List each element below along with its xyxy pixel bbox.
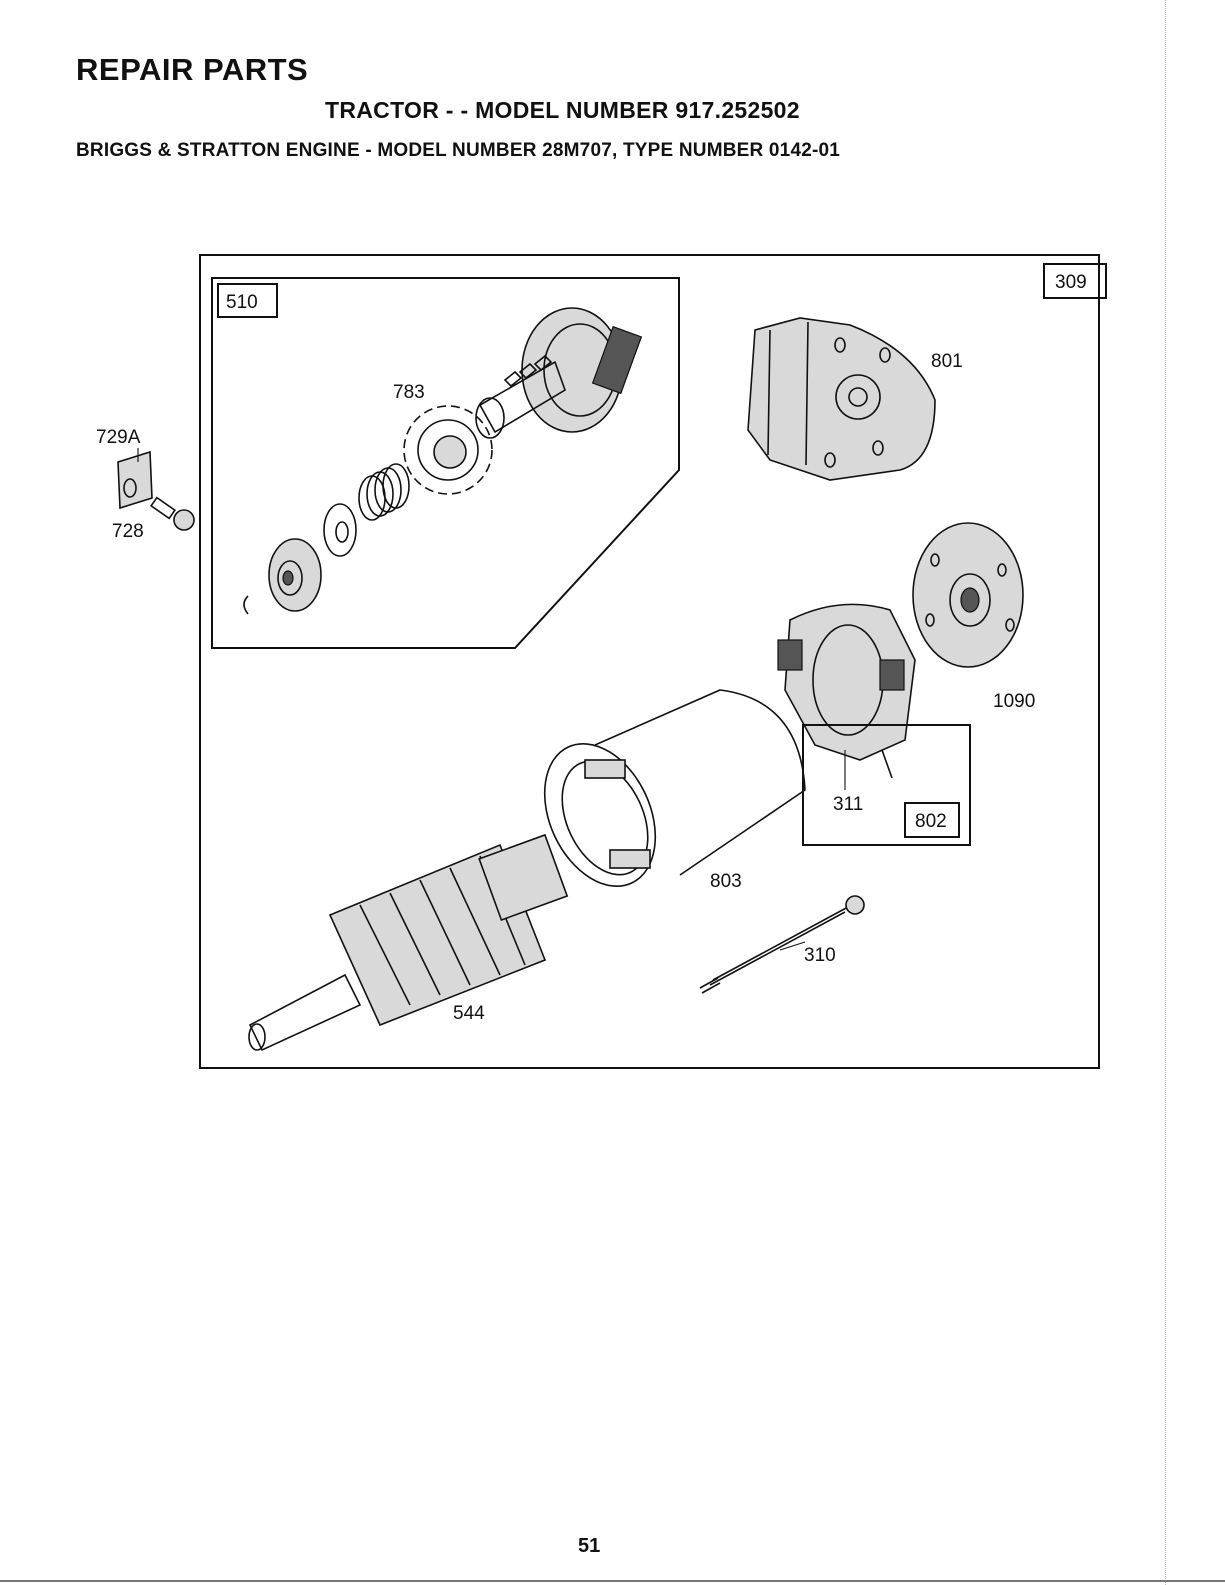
washer: [324, 504, 356, 556]
scan-edge-marks: [1165, 0, 1167, 1585]
callout-783: 783: [393, 382, 425, 403]
screw-728: [151, 498, 194, 530]
callout-801: 801: [931, 351, 963, 372]
commutator-end-plate: [913, 523, 1023, 667]
drive-pinion-assembly: [476, 308, 641, 438]
label-510: 510: [226, 292, 258, 313]
page-number: 51: [578, 1535, 600, 1558]
field-frame-housing: [523, 690, 805, 904]
callout-310: 310: [804, 945, 836, 966]
end-bracket: [748, 318, 935, 480]
callout-311: 311: [833, 794, 863, 815]
scan-bottom-line: [0, 1580, 1225, 1582]
armature: [249, 835, 567, 1050]
callout-728: 728: [112, 521, 144, 542]
bracket-729a: [118, 452, 152, 508]
callout-544: 544: [453, 1003, 485, 1024]
spacer-collar: [269, 539, 321, 611]
spring: [359, 464, 409, 520]
callout-1090: 1090: [993, 691, 1035, 712]
through-bolt: [700, 896, 864, 993]
pinion-gear: [404, 406, 492, 494]
retainer-clip: [244, 596, 248, 614]
label-802: 802: [915, 811, 947, 832]
callout-729a: 729A: [96, 427, 141, 448]
label-309: 309: [1055, 272, 1087, 293]
callout-803: 803: [710, 871, 742, 892]
